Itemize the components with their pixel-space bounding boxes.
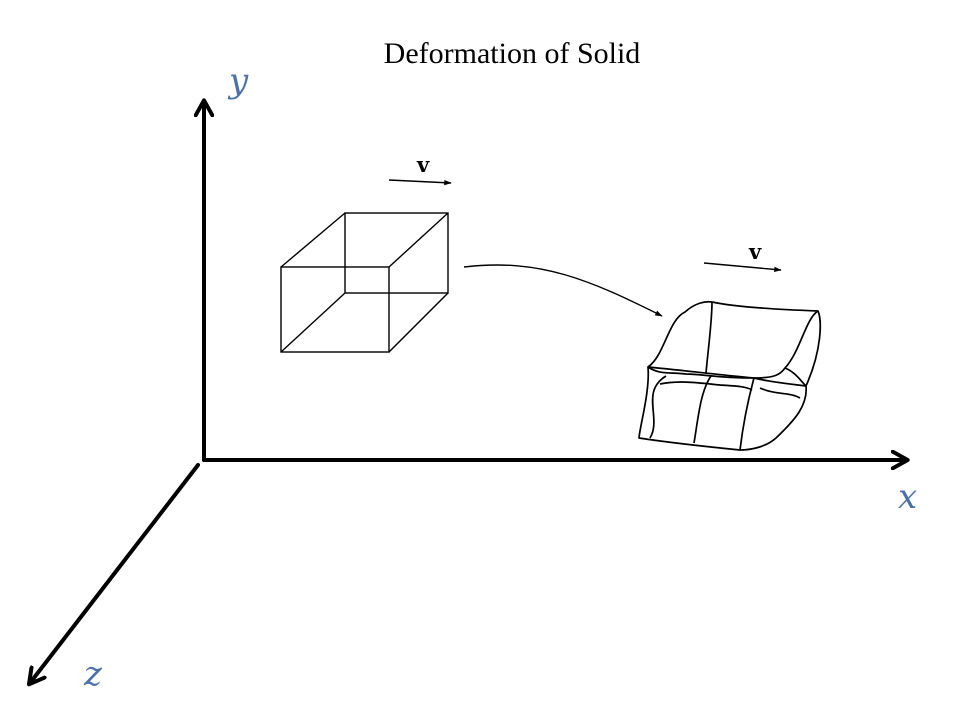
velocity-arrow-initial: v [388, 152, 452, 186]
velocity-label-initial: v [416, 152, 430, 177]
y-axis-label: y [227, 61, 249, 101]
velocity-label-deformed: v [748, 239, 762, 264]
curved-arrow-icon [463, 264, 663, 317]
arrow-right-icon [703, 262, 782, 273]
z-axis [30, 463, 200, 683]
diagram-title: Deformation of Solid [384, 37, 641, 70]
deformed-solid [638, 300, 822, 451]
velocity-arrow-deformed: v [703, 239, 782, 273]
axes [30, 102, 906, 683]
arrow-right-icon [388, 179, 452, 186]
z-axis-label: z [83, 654, 103, 694]
undeformed-box [280, 212, 449, 353]
x-axis-label: x [898, 477, 917, 517]
